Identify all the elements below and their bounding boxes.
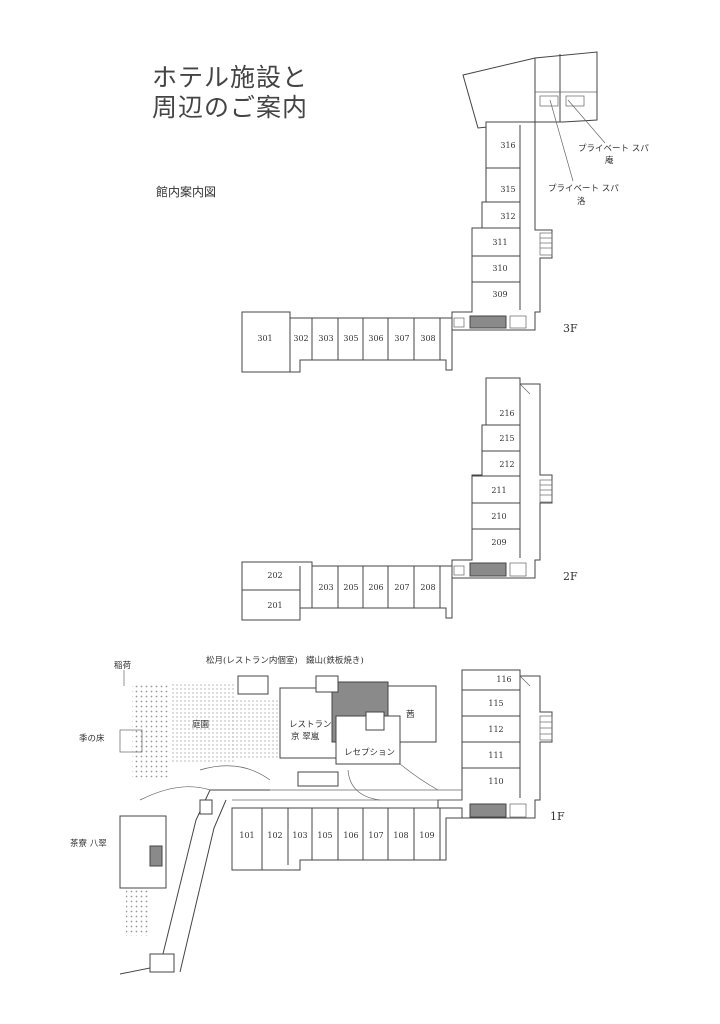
room-312: 312 xyxy=(500,212,515,221)
wing-2f xyxy=(451,377,553,579)
room-105: 105 xyxy=(317,831,332,840)
room-107: 107 xyxy=(368,831,383,840)
room-102: 102 xyxy=(267,831,282,840)
room-210: 210 xyxy=(491,512,506,521)
room-108: 108 xyxy=(393,831,408,840)
spa-label-an-1: プライベート スパ xyxy=(578,144,649,154)
room-111: 111 xyxy=(488,751,503,760)
label-restaurant: レストラン xyxy=(289,720,332,730)
room-106: 106 xyxy=(343,831,358,840)
room-202: 202 xyxy=(267,571,282,580)
tetsuzan-room xyxy=(315,675,339,693)
room-206: 206 xyxy=(368,583,383,592)
room-115: 115 xyxy=(488,699,503,708)
room-211: 211 xyxy=(491,486,506,495)
elevator-3f xyxy=(469,315,507,329)
tokonoyuka-deck xyxy=(119,729,143,753)
label-shogetsu: 松月(レストラン内個室) xyxy=(206,655,298,666)
floor-1f-plan: 116 115 112 111 110 101 102 103 105 106 … xyxy=(70,655,565,975)
label-suiran: 京 翠嵐 xyxy=(291,731,320,742)
room-205: 205 xyxy=(343,583,358,592)
room-302: 302 xyxy=(293,334,308,343)
row-3f xyxy=(241,311,453,373)
floor-label-3f: 3F xyxy=(563,322,578,335)
floor-label-2f: 2F xyxy=(563,570,578,583)
label-tetsuzan: 鐵山(鉄板焼き) xyxy=(306,655,364,666)
spa-block xyxy=(462,51,598,129)
inari-path xyxy=(132,684,168,780)
room-311: 311 xyxy=(492,238,507,247)
room-310: 310 xyxy=(492,264,507,273)
room-110: 110 xyxy=(488,777,503,786)
label-reception: レセプション xyxy=(344,748,395,758)
room-201: 201 xyxy=(267,601,282,610)
room-203: 203 xyxy=(318,583,333,592)
room-209: 209 xyxy=(491,538,506,547)
row-2f xyxy=(241,561,453,621)
floor-3f-plan: 316 315 312 311 310 309 301 302 303 305 … xyxy=(241,51,649,373)
spa-label-raku-2: 洛 xyxy=(577,196,586,207)
room-307: 307 xyxy=(394,334,409,343)
row-1f xyxy=(231,807,463,871)
title-line-2: 周辺のご案内 xyxy=(152,93,309,122)
room-101: 101 xyxy=(239,831,254,840)
room-212: 212 xyxy=(499,460,514,469)
room-112: 112 xyxy=(488,725,503,734)
room-306: 306 xyxy=(368,334,383,343)
room-109: 109 xyxy=(419,831,434,840)
elevator-2f xyxy=(469,562,507,577)
room-216: 216 xyxy=(499,409,514,418)
room-305: 305 xyxy=(343,334,358,343)
room-316: 316 xyxy=(500,141,515,150)
room-315: 315 xyxy=(500,185,515,194)
room-308: 308 xyxy=(420,334,435,343)
room-103: 103 xyxy=(292,831,307,840)
floor-label-1f: 1F xyxy=(550,810,565,823)
label-akane: 茜 xyxy=(406,709,415,720)
subtitle: 館内案内図 xyxy=(156,185,217,199)
room-116: 116 xyxy=(496,675,511,684)
room-301: 301 xyxy=(257,334,272,343)
floor-2f-plan: 216 215 212 211 210 209 202 201 203 205 … xyxy=(241,377,578,621)
wing-1f xyxy=(437,669,553,819)
room-208: 208 xyxy=(420,583,435,592)
elevator-1f xyxy=(469,803,507,818)
label-inari: 稲荷 xyxy=(114,660,132,671)
room-303: 303 xyxy=(318,334,333,343)
label-tokonoyuka: 季の床 xyxy=(79,733,105,744)
room-215: 215 xyxy=(499,434,514,443)
label-garden: 庭園 xyxy=(192,719,209,730)
title-line-1: ホテル施設と xyxy=(152,63,309,92)
spa-label-raku-1: プライベート スパ xyxy=(548,184,619,194)
room-309: 309 xyxy=(492,290,507,299)
shogetsu-room xyxy=(237,675,269,695)
garden-area xyxy=(170,684,236,764)
label-tea-house: 茶寮 八翠 xyxy=(70,838,107,849)
restaurant-block xyxy=(279,687,337,759)
room-207: 207 xyxy=(394,583,409,592)
spa-label-an-2: 庵 xyxy=(605,155,614,166)
wing-3f xyxy=(451,121,553,331)
